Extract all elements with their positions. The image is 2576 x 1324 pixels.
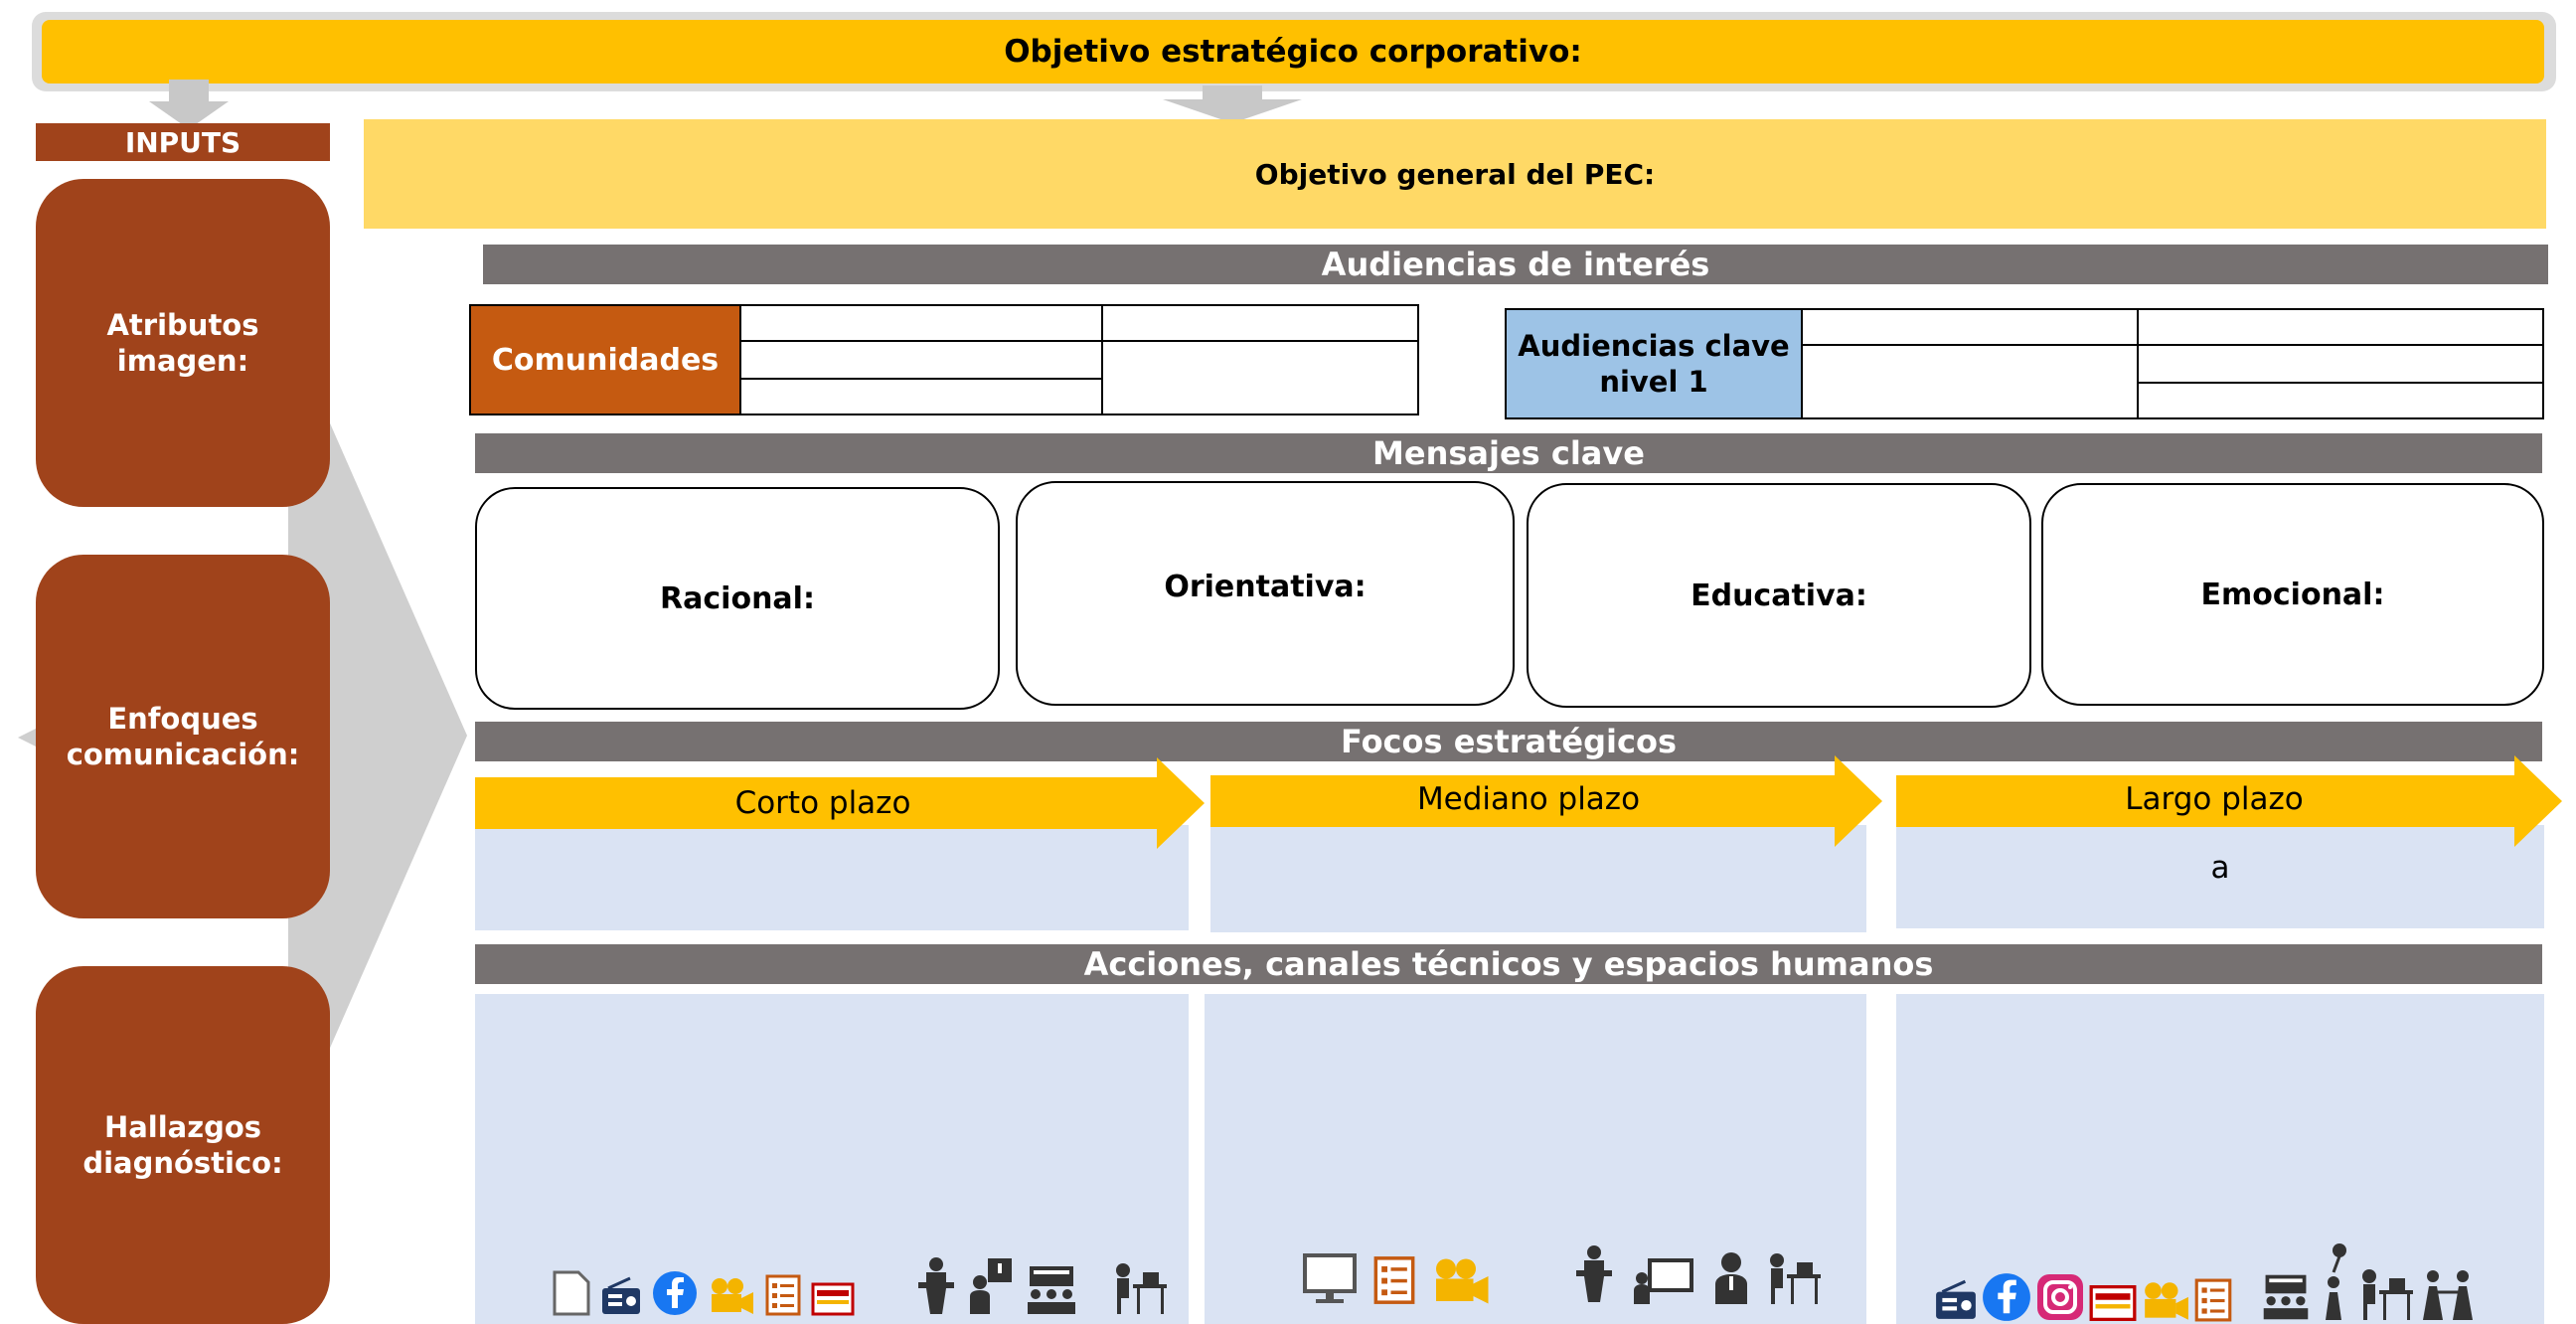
- pec-objective-label: Objetivo general del PEC:: [1254, 157, 1656, 191]
- facebook-icon: [653, 1271, 697, 1315]
- long-term-text: Largo plazo: [2125, 781, 2304, 817]
- message-emocional: Emocional:: [2041, 483, 2544, 706]
- document-icon: [553, 1270, 590, 1316]
- actions-header: Acciones, canales técnicos y espacios hu…: [475, 944, 2542, 984]
- long-term-note: a: [2210, 850, 2230, 886]
- instagram-icon: [2037, 1274, 2083, 1320]
- input-enfoques-comunicacion-label: Enfoques comunicación:: [66, 702, 300, 771]
- corporate-objective-bar: Objetivo estratégico corporativo:: [42, 20, 2544, 83]
- facebook-icon: [1983, 1273, 2030, 1321]
- radio-icon: [1936, 1279, 1976, 1319]
- message-emocional-label: Emocional:: [2200, 577, 2385, 612]
- input-enfoques-comunicacion: Enfoques comunicación:: [36, 555, 330, 918]
- communities-table-row-line: [1101, 340, 1419, 342]
- key-audiences-table: [1801, 308, 2544, 419]
- person-icon: [1715, 1252, 1747, 1304]
- key-audiences-cell: Audiencias clave nivel 1: [1505, 308, 1803, 419]
- presenter-icon: [970, 1258, 1012, 1314]
- long-term-panel: a: [1896, 825, 2544, 928]
- medium-term-label: Mediano plazo: [1210, 773, 1847, 825]
- down-arrow-pec: [1163, 85, 1302, 123]
- video-camera-icon: [2145, 1282, 2188, 1320]
- cyclist-icon: [2326, 1243, 2346, 1320]
- long-term-actions-panel: [1896, 994, 2544, 1324]
- inputs-flow-arrow: [288, 328, 467, 1143]
- speaker-podium-icon: [1576, 1245, 1612, 1302]
- checklist-icon: [765, 1274, 801, 1316]
- message-educativa-label: Educativa:: [1690, 578, 1867, 613]
- short-term-label: Corto plazo: [475, 777, 1171, 829]
- messages-header: Mensajes clave: [475, 433, 2542, 473]
- communities-table-divider: [1101, 304, 1103, 415]
- radio-icon: [602, 1276, 640, 1314]
- focus-header-label: Focos estratégicos: [1341, 723, 1677, 760]
- input-atributos-imagen-label: Atributos imagen:: [106, 308, 259, 378]
- corporate-objective-label: Objetivo estratégico corporativo:: [1004, 34, 1582, 70]
- actions-header-label: Acciones, canales técnicos y espacios hu…: [1083, 945, 1934, 983]
- key-audiences-label: Audiencias clave nivel 1: [1518, 329, 1790, 399]
- key-audiences-table-row-line: [2137, 344, 2544, 346]
- short-term-text: Corto plazo: [734, 785, 911, 821]
- meeting-icon: [1028, 1266, 1075, 1314]
- input-hallazgos-diagnostico: Hallazgos diagnóstico:: [36, 966, 330, 1324]
- video-camera-icon: [1436, 1258, 1489, 1304]
- whiteboard-icon: [1634, 1258, 1693, 1304]
- message-educativa: Educativa:: [1527, 483, 2031, 708]
- monitor-icon: [1303, 1253, 1357, 1303]
- short-term-arrow: [475, 757, 1205, 849]
- desk-worker-icon: [1770, 1253, 1821, 1304]
- long-term-label: Largo plazo: [1896, 773, 2532, 825]
- pec-objective-box: Objetivo general del PEC:: [364, 119, 2546, 229]
- inputs-label: INPUTS: [36, 123, 330, 161]
- long-term-icons: [1934, 1242, 2479, 1322]
- focus-header: Focos estratégicos: [475, 722, 2542, 761]
- message-racional-label: Racional:: [660, 580, 815, 616]
- meeting-icon: [2263, 1274, 2309, 1320]
- key-audiences-table-divider: [2137, 308, 2139, 419]
- message-orientativa: Orientativa:: [1016, 481, 1515, 706]
- message-orientativa-label: Orientativa:: [1164, 569, 1367, 604]
- desk-worker-icon: [1116, 1263, 1167, 1314]
- medium-term-arrow: [1210, 755, 1882, 847]
- communities-table: [739, 304, 1419, 415]
- communities-cell: Comunidades: [469, 304, 741, 415]
- short-term-icons: [553, 1256, 1169, 1316]
- inputs-label-text: INPUTS: [124, 125, 242, 159]
- audiences-header-label: Audiencias de interés: [1321, 246, 1710, 283]
- video-camera-icon: [712, 1278, 753, 1314]
- checklist-icon: [1373, 1256, 1415, 1304]
- newspaper-icon: [2089, 1285, 2137, 1321]
- medium-term-panel: [1210, 825, 1866, 932]
- messages-header-label: Mensajes clave: [1372, 434, 1645, 472]
- key-audiences-table-row-line: [2137, 382, 2544, 384]
- down-arrow-inputs: [149, 80, 229, 129]
- input-atributos-imagen: Atributos imagen:: [36, 179, 330, 507]
- medium-term-text: Mediano plazo: [1416, 781, 1641, 817]
- key-audiences-table-row-line: [1801, 344, 2139, 346]
- desk-worker-icon: [2362, 1269, 2413, 1320]
- audiences-header: Audiencias de interés: [483, 245, 2548, 284]
- communities-table-row-line: [739, 340, 1103, 342]
- medium-term-icons: [1302, 1242, 1823, 1306]
- short-term-panel: [475, 825, 1189, 930]
- group-icon: [2423, 1270, 2473, 1320]
- communities-label: Comunidades: [491, 342, 720, 378]
- communities-table-row-line: [739, 378, 1103, 380]
- checklist-icon: [2194, 1278, 2232, 1322]
- long-term-arrow: [1896, 755, 2562, 847]
- message-racional: Racional:: [475, 487, 1000, 710]
- speaker-podium-icon: [918, 1257, 954, 1314]
- input-hallazgos-diagnostico-label: Hallazgos diagnóstico:: [82, 1110, 283, 1180]
- newspaper-icon: [811, 1282, 855, 1316]
